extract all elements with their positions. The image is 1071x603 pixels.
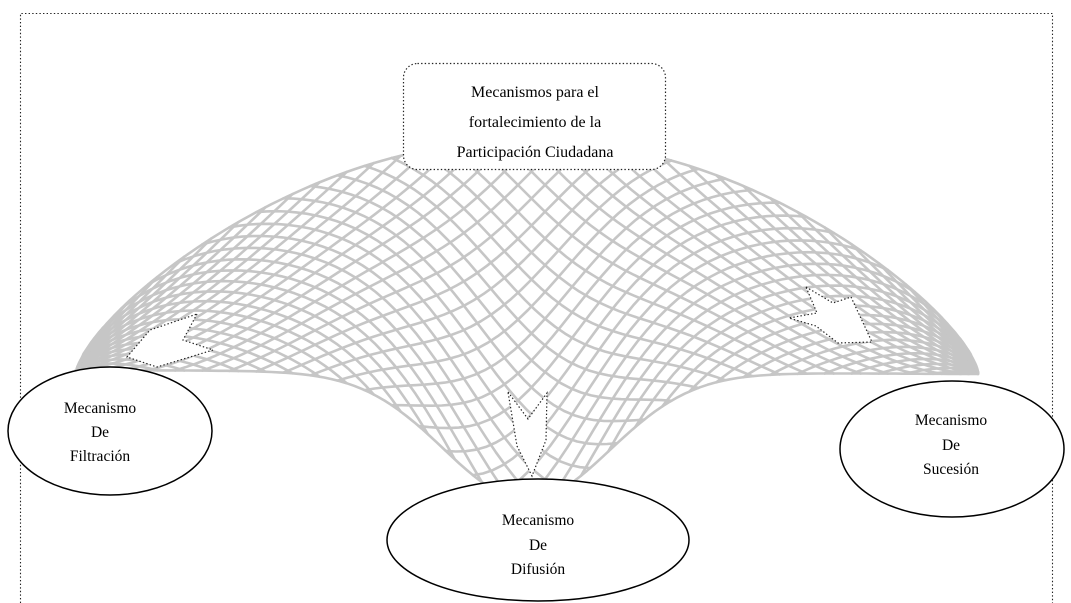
mesh-line bbox=[498, 139, 862, 375]
mesh-line bbox=[688, 164, 980, 375]
mesh-line bbox=[74, 290, 430, 436]
mesh-line bbox=[606, 145, 971, 376]
mesh-line bbox=[74, 181, 321, 372]
filtration-ellipse bbox=[7, 366, 213, 496]
arrow-to-diffusion bbox=[507, 391, 548, 478]
diffusion-label-line-3: Difusión bbox=[511, 561, 566, 578]
mesh-line bbox=[823, 226, 980, 375]
central-box-line-1: Mecanismos para el bbox=[471, 84, 600, 101]
filtration-node: Mecanismo De Filtración bbox=[7, 366, 213, 496]
central-box-line-2: fortalecimiento de la bbox=[469, 114, 601, 131]
filtration-label-line-3: Filtración bbox=[70, 448, 131, 465]
mesh-line bbox=[661, 156, 980, 376]
filtration-label-line-1: Mecanismo bbox=[64, 400, 137, 417]
mesh-line bbox=[74, 318, 348, 385]
arrow-to-succession bbox=[788, 285, 873, 344]
succession-node: Mecanismo De Sucesión bbox=[839, 380, 1065, 518]
mesh-line bbox=[390, 156, 754, 378]
mesh-line bbox=[525, 138, 890, 375]
mesh-line bbox=[850, 243, 980, 374]
mesh-line bbox=[74, 154, 402, 372]
mesh-line bbox=[336, 174, 700, 390]
diagram-frame bbox=[19, 12, 1054, 603]
mesh-line bbox=[201, 234, 565, 490]
diffusion-node: Mecanismo De Difusión bbox=[386, 478, 690, 602]
succession-label-line-1: Mecanismo bbox=[915, 412, 988, 429]
mesh-line bbox=[471, 141, 835, 375]
arrow-to-filtration bbox=[125, 312, 215, 368]
filtration-label-line-2: De bbox=[91, 424, 109, 441]
mesh-line bbox=[255, 209, 619, 446]
mesh-line bbox=[417, 150, 781, 376]
succession-label-line-3: Sucesión bbox=[923, 461, 979, 478]
mesh-line bbox=[769, 197, 980, 375]
mesh-line bbox=[74, 309, 375, 396]
mesh-line bbox=[769, 338, 980, 377]
mesh-line bbox=[74, 299, 402, 413]
mesh-line bbox=[119, 269, 484, 484]
mesh-line bbox=[282, 197, 646, 423]
mesh-line bbox=[877, 262, 980, 374]
mesh-line bbox=[444, 145, 808, 375]
mesh-line bbox=[363, 164, 727, 382]
mesh-line bbox=[796, 210, 980, 375]
central-box bbox=[402, 62, 667, 171]
mesh-line bbox=[74, 362, 159, 372]
diffusion-label-line-2: De bbox=[529, 537, 547, 554]
succession-ellipse bbox=[839, 380, 1065, 518]
mesh-line bbox=[579, 141, 944, 376]
mesh-line bbox=[74, 326, 321, 378]
diffusion-label-line-1: Mecanismo bbox=[502, 512, 575, 529]
mesh-line bbox=[742, 184, 980, 375]
succession-label-line-2: De bbox=[942, 437, 960, 454]
central-box-line-3: Participación Ciudadana bbox=[457, 144, 614, 161]
mesh-line bbox=[715, 174, 980, 375]
mesh-line bbox=[74, 358, 186, 372]
mesh-line bbox=[92, 279, 457, 461]
diffusion-ellipse bbox=[386, 478, 690, 602]
mesh-line bbox=[173, 246, 538, 501]
mesh-line bbox=[633, 150, 980, 376]
mesh-line bbox=[309, 184, 673, 403]
mesh-line bbox=[146, 258, 511, 499]
mesh-line bbox=[552, 139, 917, 375]
